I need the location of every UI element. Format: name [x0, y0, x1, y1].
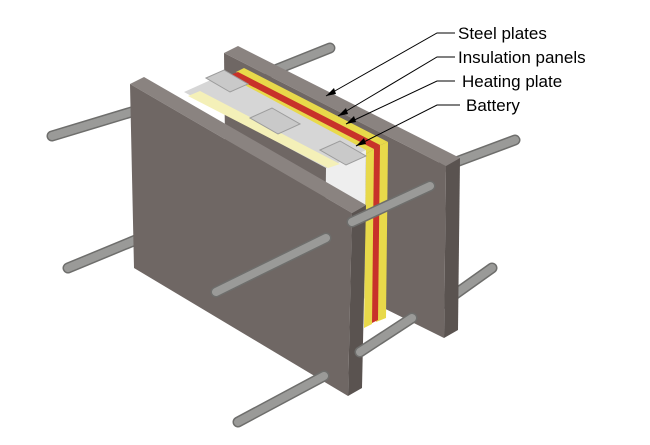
steel-plate-front — [130, 77, 366, 396]
leader-steel-plates — [325, 32, 455, 97]
battery-terminal — [204, 69, 250, 93]
label-steel-plates: Steel plates — [458, 24, 547, 43]
label-insulation-panels: Insulation panels — [458, 48, 586, 67]
leader-heating-plate — [345, 80, 455, 125]
label-heating-plate: Heating plate — [462, 72, 562, 91]
leader-lines — [325, 32, 460, 147]
labels: Steel plates Insulation panels Heating p… — [458, 24, 586, 115]
battery-terminal — [248, 107, 302, 135]
tie-rods-front — [210, 180, 436, 428]
steel-plate-front-face — [130, 84, 352, 396]
steel-plate-front-top — [130, 77, 366, 213]
leader-battery — [355, 104, 460, 147]
label-battery: Battery — [466, 96, 520, 115]
leader-insulation-panels — [337, 56, 455, 117]
battery-terminal — [318, 140, 368, 166]
